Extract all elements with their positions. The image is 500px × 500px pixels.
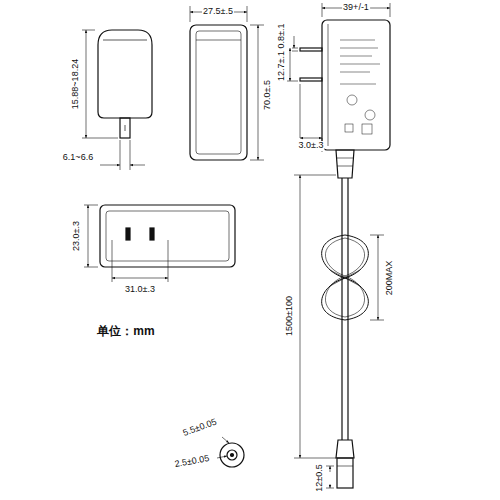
unit-note: 单位：mm	[96, 325, 155, 338]
dimension-label: 23.0±.3	[72, 220, 82, 252]
dimension-label: 5.5±0.05	[181, 417, 219, 439]
dimension-label: 2.5±0.05	[173, 454, 211, 470]
dimension-label: 12±0.5	[315, 463, 325, 492]
dimension-label: 15.88~18.24	[71, 58, 81, 110]
dimension-label: 0.8±.1	[277, 23, 287, 50]
dimension-label: 1500±100	[285, 295, 295, 337]
dimension-label: 200MAX	[385, 260, 395, 297]
dimension-label: 6.1~6.6	[62, 153, 94, 163]
dimension-label: 31.0±.3	[124, 285, 156, 295]
dimension-label: 27.5±.5	[202, 7, 234, 17]
dimension-label: 12.7±.1	[277, 50, 287, 82]
dimension-label: 39+/-1	[342, 3, 370, 13]
dimension-label: 70.0±.5	[263, 79, 273, 111]
dimension-label: 3.0±.3	[298, 141, 325, 151]
